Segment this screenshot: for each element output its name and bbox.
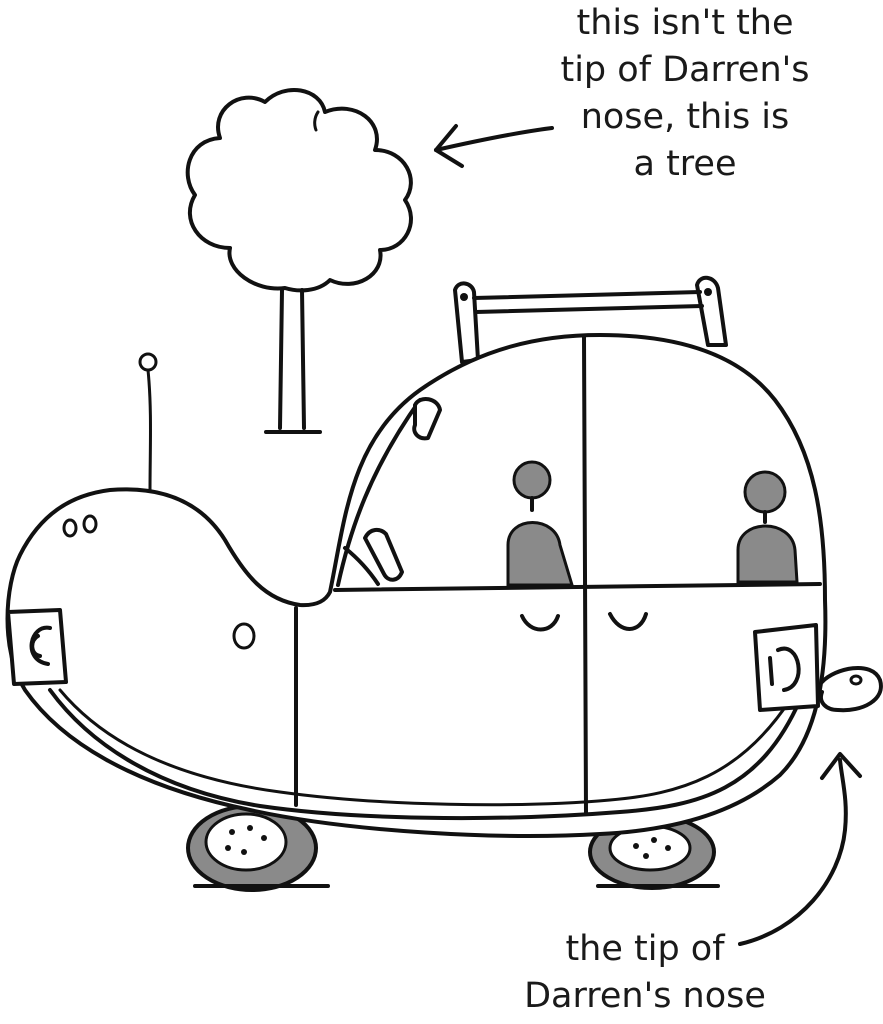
arrow-left-icon	[434, 124, 554, 168]
nose-caption-line: Darren's nose	[524, 976, 766, 1016]
car-icon	[5, 275, 828, 892]
tree-caption: this isn't the tip of Darren's nose, thi…	[505, 0, 865, 188]
tree-icon	[185, 87, 413, 434]
arrow-up-icon	[738, 752, 862, 946]
tree-caption-line: a tree	[633, 144, 737, 184]
nose-caption: the tip of Darren's nose	[480, 926, 810, 1020]
tree-caption-line: this isn't the	[576, 3, 794, 43]
tree-caption-line: tip of Darren's	[560, 50, 810, 90]
nose-icon	[819, 665, 883, 713]
nose-caption-line: the tip of	[565, 929, 725, 969]
tree-caption-line: nose, this is	[580, 97, 790, 137]
